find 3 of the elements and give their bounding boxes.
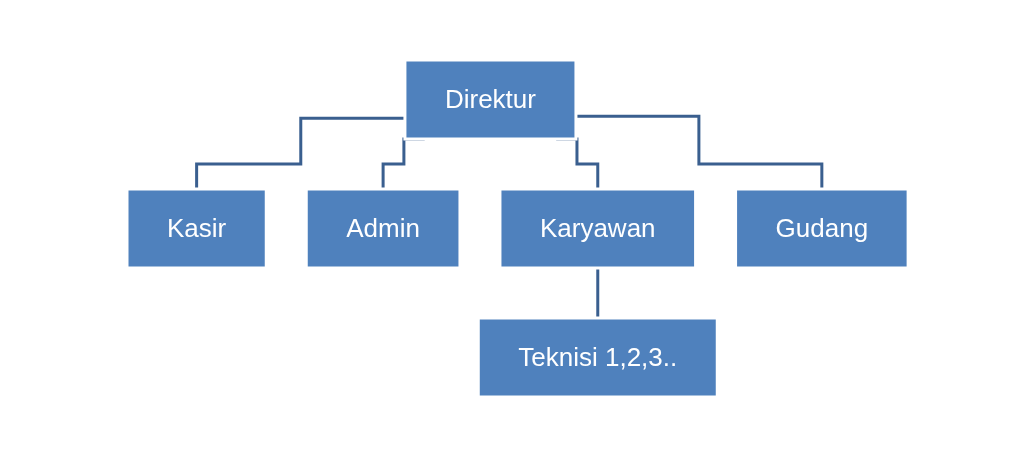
node-box: Admin: [305, 187, 462, 270]
node-box: Karyawan: [498, 187, 698, 270]
node-box: Direktur: [403, 58, 578, 141]
